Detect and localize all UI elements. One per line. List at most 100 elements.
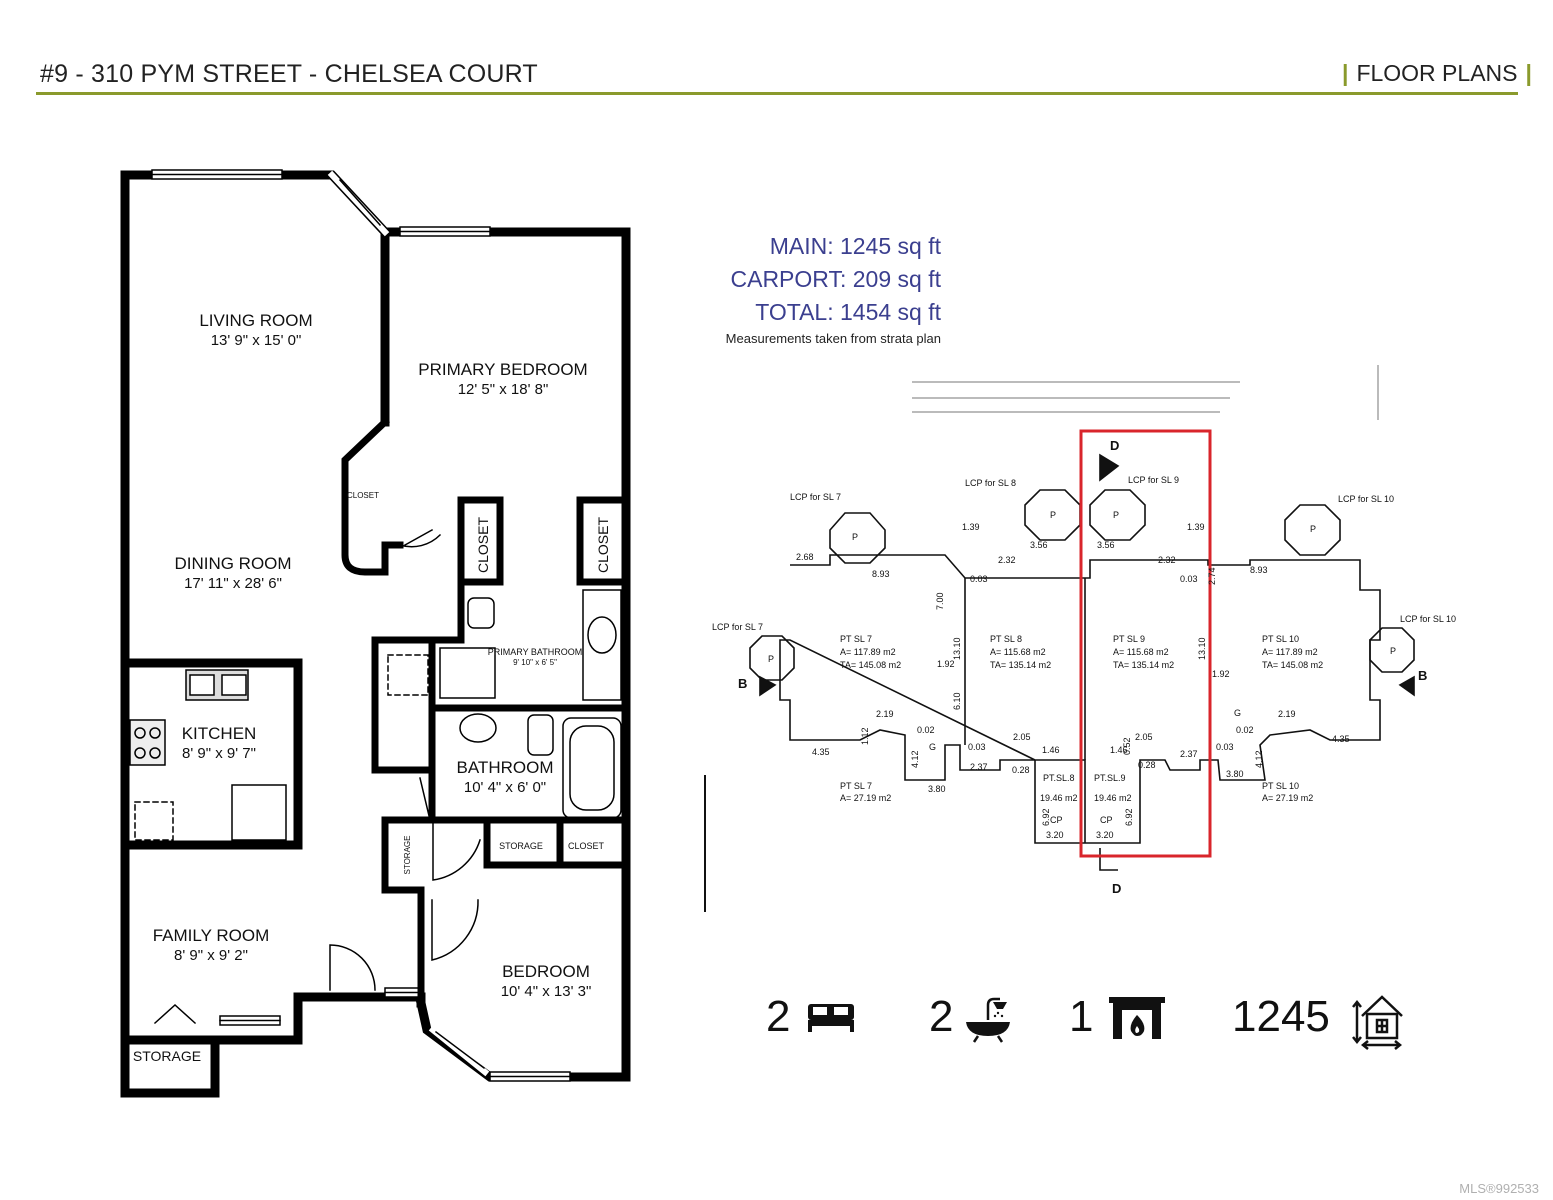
dim-8-93-left: 8.93 [872,569,890,579]
dim-0-03-b: 0.03 [1180,574,1198,584]
lcp-sl10: LCP for SL 10 [1338,494,1394,504]
dim-2-37-b: 2.37 [1180,749,1198,759]
storage-label-a: STORAGE [403,836,412,875]
dim-0-52: 0.52 [1122,737,1132,755]
bathroom-dims: 10' 4" x 6' 0" [464,779,546,796]
section-label: |FLOOR PLANS| [1334,60,1540,87]
summary-icons [808,995,1403,1050]
garage-label-a: G [929,742,936,752]
divider-bar-right: | [1525,60,1532,86]
house-area-icon [1352,995,1403,1050]
primary-bath-name: PRIMARY BATHROOM [488,647,583,657]
sqft-count: 1245 [1232,992,1330,1041]
dim-2-19-a: 2.19 [876,709,894,719]
dim-13-10-b: 13.10 [1197,637,1207,660]
section-title: FLOOR PLANS [1356,60,1518,86]
unit-sl7-name: PT SL 7 [840,634,872,644]
bath-icon [966,997,1010,1043]
storage-label-c: STORAGE [133,1048,201,1064]
lcp-sl10-b: LCP for SL 10 [1400,614,1456,624]
dining-room-dims: 17' 11" x 28' 6" [184,575,282,592]
primary-bedroom-name: PRIMARY BEDROOM [418,360,587,379]
dim-3-80-b: 3.80 [1226,769,1244,779]
cp-sl10-name: PT SL 10 [1262,781,1299,791]
dim-0-03-d: 0.03 [968,742,986,752]
closet-label-a: CLOSET [475,517,491,573]
total-area: TOTAL: 1454 sq ft [755,299,941,325]
dim-4-35-b: 4.35 [1332,734,1350,744]
cp-sl7-a: A= 27.19 m2 [840,793,891,803]
dim-2-19-b: 2.19 [1278,709,1296,719]
dim-2-05-b: 2.05 [1135,732,1153,742]
p-label-3: P [1113,510,1119,520]
bathroom-name: BATHROOM [457,758,554,777]
lcp-sl7: LCP for SL 7 [790,492,841,502]
listing-title: #9 - 310 PYM STREET - CHELSEA COURT [40,60,538,88]
dim-1-46-b: 1.46 [1110,745,1128,755]
dim-2-32-a: 2.32 [998,555,1016,565]
dim-7-00: 7.00 [935,592,945,610]
garage-label-b: G [1234,708,1241,718]
storage-label-b: STORAGE [499,841,543,851]
p-label-2: P [1050,510,1056,520]
living-room-dims: 13' 9" x 15' 0" [211,332,302,349]
dim-3-56-b: 3.56 [1097,540,1115,550]
sl9-highlight-box [1079,429,1212,858]
closet-label-small: CLOSET [347,491,379,500]
dim-0-03-c: 0.03 [1216,742,1234,752]
closet-label-c: CLOSET [568,841,605,851]
dim-13-10-a: 13.10 [952,637,962,660]
bed-icon [808,1004,854,1032]
bedroom-name: BEDROOM [502,962,590,981]
dim-1-46-a: 1.46 [1042,745,1060,755]
p-label-4: P [1310,524,1316,534]
unit-sl10-name: PT SL 10 [1262,634,1299,644]
windows [151,169,571,1082]
measurement-note: Measurements taken from strata plan [725,331,941,346]
dim-3-56-a: 3.56 [1030,540,1048,550]
dim-3-20-a: 3.20 [1046,830,1064,840]
dim-1-92-b: 1.92 [937,659,955,669]
dim-2-37-a: 2.37 [970,762,988,772]
dim-2-68: 2.68 [796,552,814,562]
main-area: MAIN: 1245 sq ft [769,233,941,259]
fireplace-count: 1 [1069,992,1094,1041]
unit-sl7-ta: TA= 145.08 m2 [840,660,901,670]
living-room-name: LIVING ROOM [199,311,312,330]
dim-1-39-b: 1.39 [1187,522,1205,532]
p-label-6: P [1390,646,1396,656]
cp-sl8-name: PT.SL.8 [1043,773,1075,783]
floor-plan [120,169,631,1098]
unit-sl7-a: A= 117.89 m2 [840,647,896,657]
strata-labels: D D B B LCP for SL 7 LCP for SL 8 LCP fo… [712,438,1456,896]
dim-4-12-b: 4.12 [1254,750,1264,768]
family-room-name: FAMILY ROOM [153,926,270,945]
cp-sl10-a: A= 27.19 m2 [1262,793,1313,803]
kitchen-name: KITCHEN [182,724,257,743]
cp-sl8-a: 19.46 m2 [1040,793,1078,803]
dim-4-35-a: 4.35 [812,747,830,757]
unit-sl10-ta: TA= 145.08 m2 [1262,660,1323,670]
fixtures [129,589,622,841]
dim-1-12: 1.12 [860,727,870,745]
marker-d-top: D [1110,438,1119,453]
p-label-5: P [768,654,774,664]
dim-3-80-a: 3.80 [928,784,946,794]
dim-8-93-right: 8.93 [1250,565,1268,575]
closet-label-b: CLOSET [595,517,611,573]
dim-0-03-a: 0.03 [970,574,988,584]
dim-6-10: 6.10 [952,692,962,710]
unit-sl8-name: PT SL 8 [990,634,1022,644]
primary-bath-dims: 9' 10" x 6' 5" [513,658,557,667]
dim-1-39-a: 1.39 [962,522,980,532]
bedroom-dims: 10' 4" x 13' 3" [501,983,592,1000]
mls-watermark: MLS®992533 [1459,1181,1539,1196]
cp-label-b: CP [1100,815,1113,825]
dim-4-12-a: 4.12 [910,750,920,768]
bathroom-count: 2 [929,992,954,1041]
lcp-sl9: LCP for SL 9 [1128,475,1179,485]
header-rule [36,92,1518,95]
dim-0-28-b: 0.28 [1138,760,1156,770]
dim-0-02-b: 0.02 [1236,725,1254,735]
